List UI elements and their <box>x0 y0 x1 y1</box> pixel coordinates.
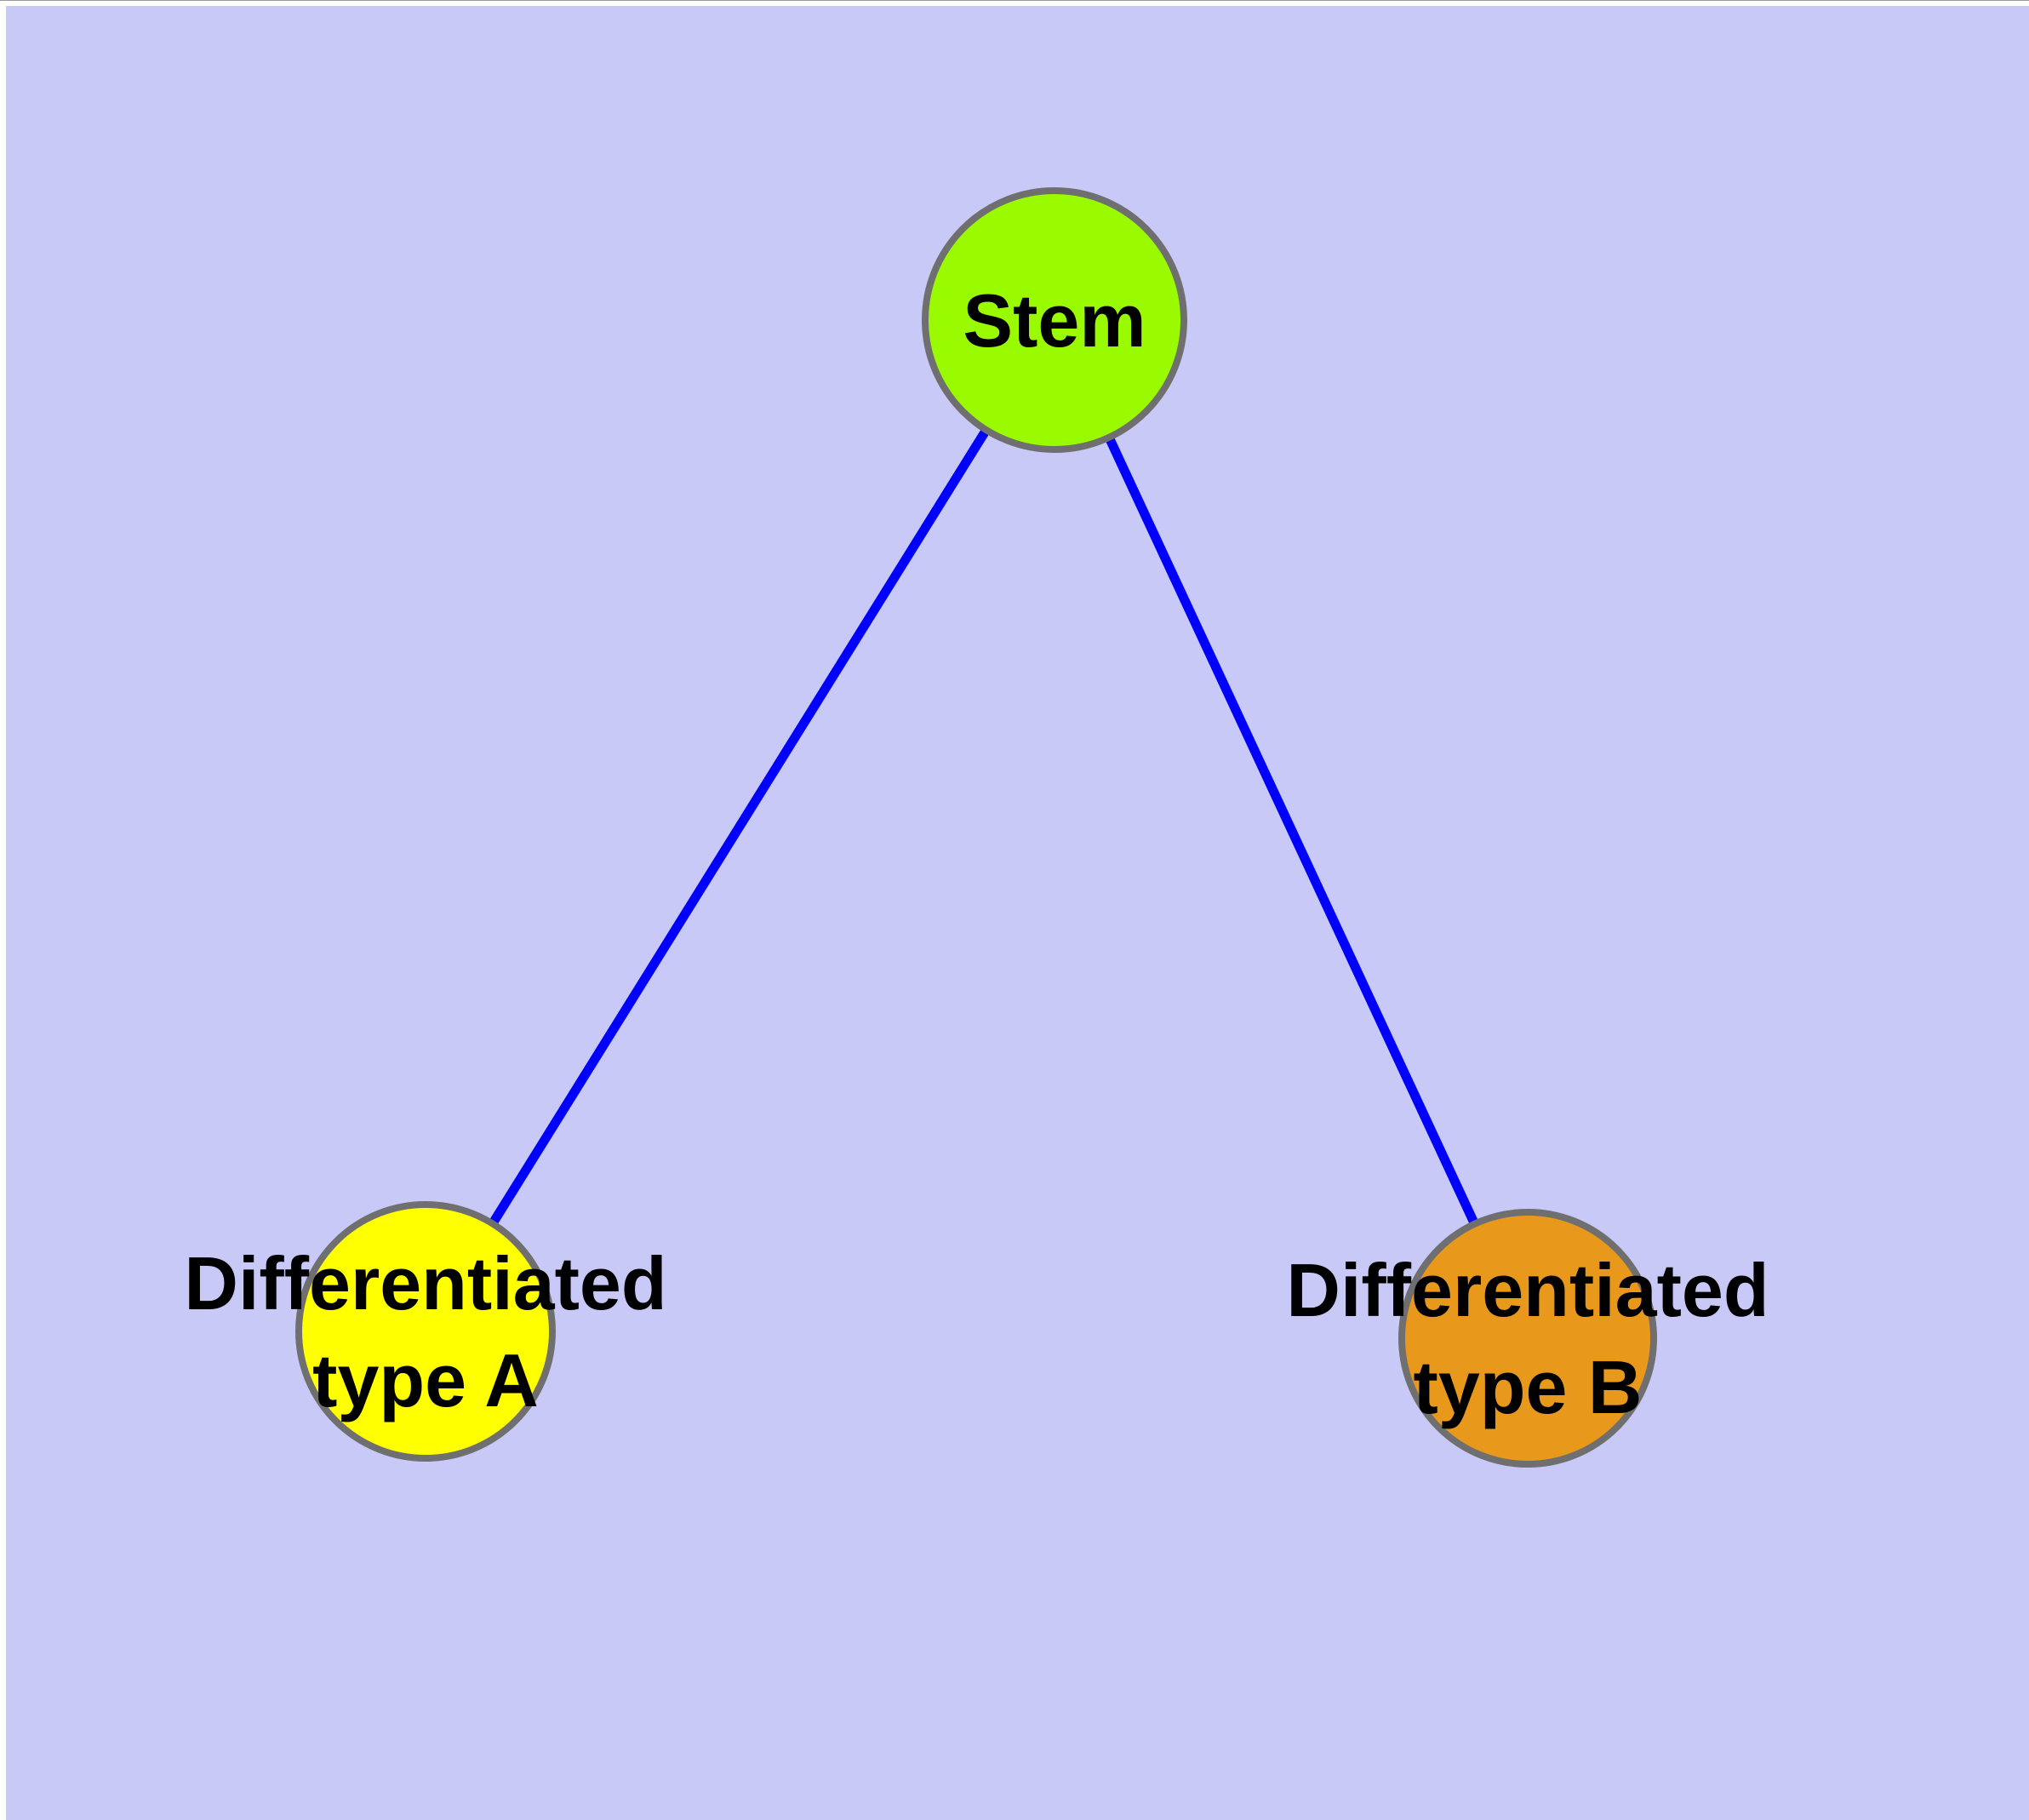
node-circle <box>295 1201 556 1462</box>
node-label: Stem <box>963 278 1146 363</box>
node-circle <box>1398 1209 1657 1468</box>
node-stem[interactable]: Stem <box>922 187 1187 453</box>
edge-stem-differentiated-type-b <box>1050 318 1532 1341</box>
node-circle <box>922 187 1187 453</box>
edge-stem-differentiated-type-a <box>421 318 1059 1334</box>
